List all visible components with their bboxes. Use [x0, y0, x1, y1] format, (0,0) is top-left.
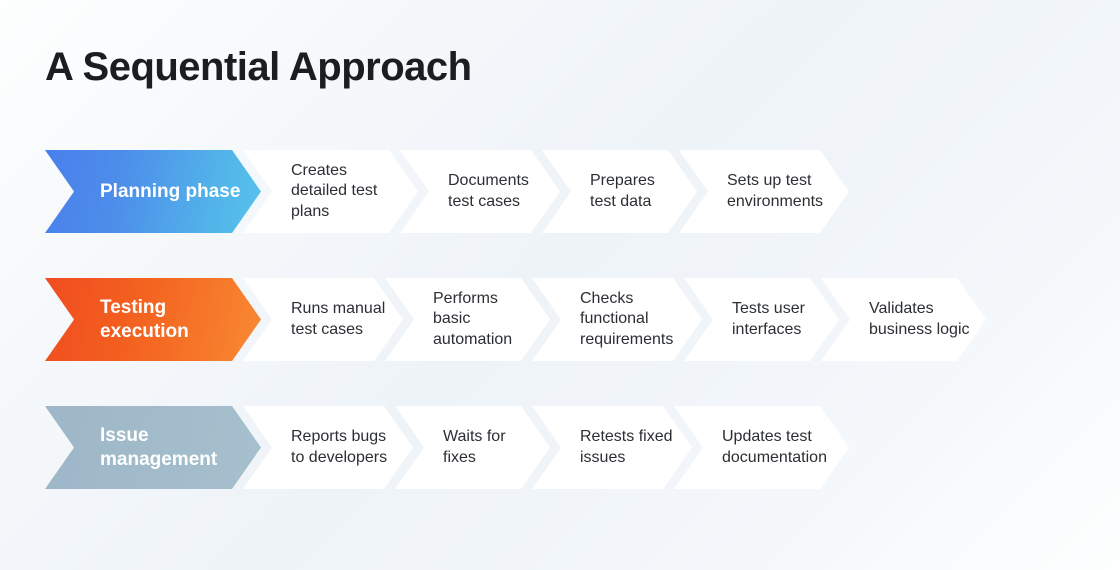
flow-step-label: Documents test cases: [448, 172, 529, 210]
flow-step[interactable]: Updates test documentation: [674, 406, 849, 489]
flow-step-label: Retests fixed issues: [580, 428, 673, 466]
page-title: A Sequential Approach: [45, 45, 472, 89]
flow-step-label: Performs basic automation: [433, 290, 513, 348]
flow-step-label: Sets up test environments: [727, 172, 824, 210]
flow-step[interactable]: Waits for fixes: [395, 406, 550, 489]
flow-step-label: Checks functional requirements: [580, 290, 674, 348]
flow-stage-header[interactable]: Planning phase: [45, 150, 261, 233]
flow-step-label: Updates test documentation: [722, 428, 827, 466]
flow-step[interactable]: Sets up test environments: [679, 150, 849, 233]
flow-step-label: Reports bugs to developers: [291, 428, 388, 466]
flow-stage-header[interactable]: Testing execution: [45, 278, 261, 361]
flow-stage-label: Testing execution: [100, 296, 189, 342]
flow-step-label: Prepares test data: [590, 172, 655, 210]
flow-stage-header[interactable]: Issue management: [45, 406, 261, 489]
flow-step[interactable]: Documents test cases: [400, 150, 560, 233]
flow-stage-label: Issue management: [100, 424, 218, 470]
flow-step[interactable]: Tests user interfaces: [684, 278, 839, 361]
flow-step-label: Waits for fixes: [443, 428, 506, 466]
flow-step-label: Runs manual test cases: [291, 300, 386, 338]
flow-step[interactable]: Performs basic automation: [385, 278, 550, 361]
flow-step[interactable]: Reports bugs to developers: [243, 406, 413, 489]
flow-step[interactable]: Validates business logic: [821, 278, 986, 361]
flow-stage-label: Planning phase: [100, 180, 241, 202]
flow-step-label: Validates business logic: [869, 300, 970, 338]
flow-step[interactable]: Checks functional requirements: [532, 278, 702, 361]
flow-step-label: Tests user interfaces: [732, 300, 805, 338]
flow-step[interactable]: Prepares test data: [542, 150, 697, 233]
flow-step[interactable]: Creates detailed test plans: [243, 150, 418, 233]
flow-step[interactable]: Runs manual test cases: [243, 278, 403, 361]
flow-step-label: Creates detailed test plans: [291, 162, 378, 220]
flow-step[interactable]: Retests fixed issues: [532, 406, 692, 489]
